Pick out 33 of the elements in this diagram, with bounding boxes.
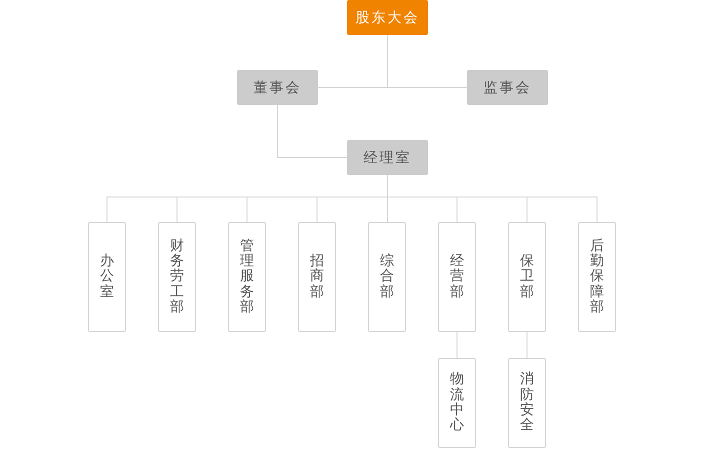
org-box [347, 140, 428, 175]
org-box [347, 0, 428, 35]
org-box [438, 222, 476, 332]
org-box [237, 70, 318, 105]
org-box [578, 222, 616, 332]
org-box [228, 222, 266, 332]
node-label: 物流中心 [450, 372, 464, 434]
connector-line [456, 332, 458, 358]
node-label: 股东大会 [356, 8, 420, 26]
org-box [88, 222, 126, 332]
org-box [158, 222, 196, 332]
node-label: 管理服务部 [240, 238, 254, 316]
node-label: 保卫部 [520, 254, 534, 300]
node-label: 后勤保障部 [590, 238, 604, 316]
node-label: 经理室 [364, 148, 412, 166]
org-box [467, 70, 548, 105]
node-label: 财务劳工部 [170, 238, 184, 316]
org-box [508, 358, 546, 448]
org-box [368, 222, 406, 332]
connector-line [387, 174, 598, 222]
node-label: 监事会 [484, 78, 532, 96]
org-box [508, 222, 546, 332]
node-label: 消防安全 [520, 372, 534, 434]
connector-line [277, 104, 348, 158]
connector-line [526, 332, 528, 358]
node-label: 综合部 [380, 254, 394, 300]
node-label: 办公室 [100, 254, 114, 300]
node-label: 经营部 [450, 254, 464, 300]
connector-line [387, 34, 468, 88]
org-box [298, 222, 336, 332]
org-box [438, 358, 476, 448]
node-label: 董事会 [254, 78, 302, 96]
node-label: 招商部 [310, 254, 324, 300]
